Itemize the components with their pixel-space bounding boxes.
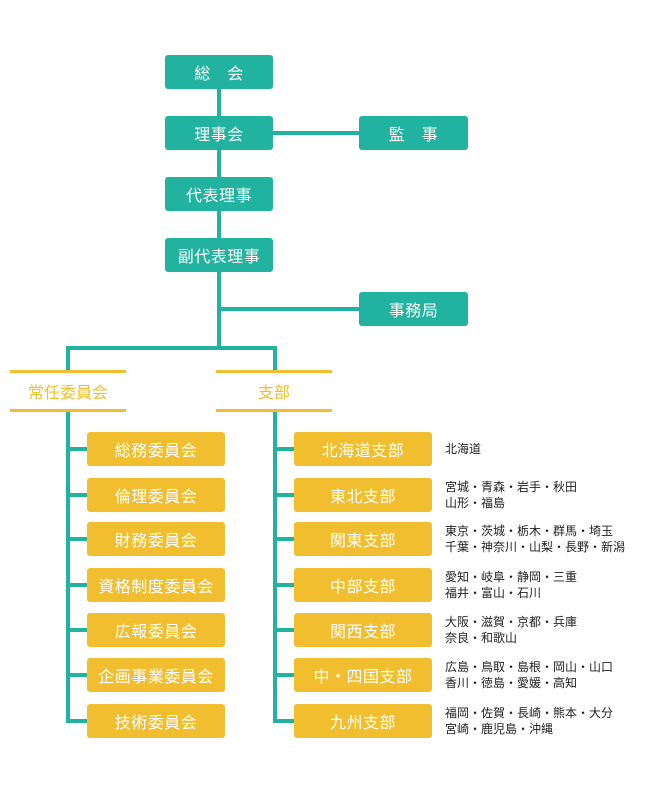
prefecture-line: 千葉・神奈川・山梨・長野・新潟 — [445, 540, 626, 554]
prefecture-line: 福岡・佐賀・長崎・熊本・大分 — [445, 706, 614, 720]
branch-prefectures: 宮城・青森・岩手・秋田山形・福島 — [445, 479, 577, 511]
kansa-box: 監 事 — [359, 116, 468, 150]
daihyo-riji-box: 代表理事 — [165, 177, 273, 211]
prefecture-line: 宮城・青森・岩手・秋田 — [445, 480, 578, 494]
branch-prefectures: 愛知・岐阜・静岡・三重福井・富山・石川 — [445, 569, 577, 601]
committee-box: 広報委員会 — [87, 613, 225, 647]
branch-box: 中・四国支部 — [294, 658, 432, 692]
prefecture-line: 大阪・滋賀・京都・兵庫 — [445, 615, 578, 629]
committee-box: 資格制度委員会 — [87, 568, 225, 602]
prefecture-line: 香川・徳島・愛媛・高知 — [445, 676, 578, 690]
prefecture-line: 山形・福島 — [445, 496, 506, 510]
prefecture-line: 宮崎・鹿児島・沖縄 — [445, 722, 554, 736]
committee-box: 財務委員会 — [87, 522, 225, 556]
branch-box: 関東支部 — [294, 522, 432, 556]
branch-prefectures: 福岡・佐賀・長崎・熊本・大分宮崎・鹿児島・沖縄 — [445, 705, 613, 737]
branch-box: 九州支部 — [294, 704, 432, 738]
standing-committees-heading: 常任委員会 — [10, 370, 126, 412]
prefecture-line: 奈良・和歌山 — [445, 631, 518, 645]
branch-box: 関西支部 — [294, 613, 432, 647]
branch-prefectures: 広島・鳥取・島根・岡山・山口香川・徳島・愛媛・高知 — [445, 659, 613, 691]
branches-heading: 支部 — [216, 370, 332, 412]
prefecture-line: 北海道 — [445, 442, 482, 456]
prefecture-line: 広島・鳥取・島根・岡山・山口 — [445, 660, 614, 674]
prefecture-line: 東京・茨城・栃木・群馬・埼玉 — [445, 524, 614, 538]
branch-box: 中部支部 — [294, 568, 432, 602]
jimukyoku-box: 事務局 — [359, 292, 468, 326]
branch-prefectures: 東京・茨城・栃木・群馬・埼玉千葉・神奈川・山梨・長野・新潟 — [445, 523, 625, 555]
rijikai-box: 理事会 — [165, 116, 273, 150]
committee-box: 企画事業委員会 — [87, 658, 225, 692]
fuku-daihyo-riji-box: 副代表理事 — [165, 238, 273, 272]
prefecture-line: 福井・富山・石川 — [445, 586, 542, 600]
committee-box: 総務委員会 — [87, 432, 225, 466]
prefecture-line: 愛知・岐阜・静岡・三重 — [445, 570, 578, 584]
soukai-box: 総 会 — [165, 55, 273, 89]
committee-box: 技術委員会 — [87, 704, 225, 738]
branch-prefectures: 大阪・滋賀・京都・兵庫奈良・和歌山 — [445, 614, 577, 646]
branch-box: 東北支部 — [294, 478, 432, 512]
committee-box: 倫理委員会 — [87, 478, 225, 512]
branch-prefectures: 北海道 — [445, 441, 481, 457]
branch-box: 北海道支部 — [294, 432, 432, 466]
